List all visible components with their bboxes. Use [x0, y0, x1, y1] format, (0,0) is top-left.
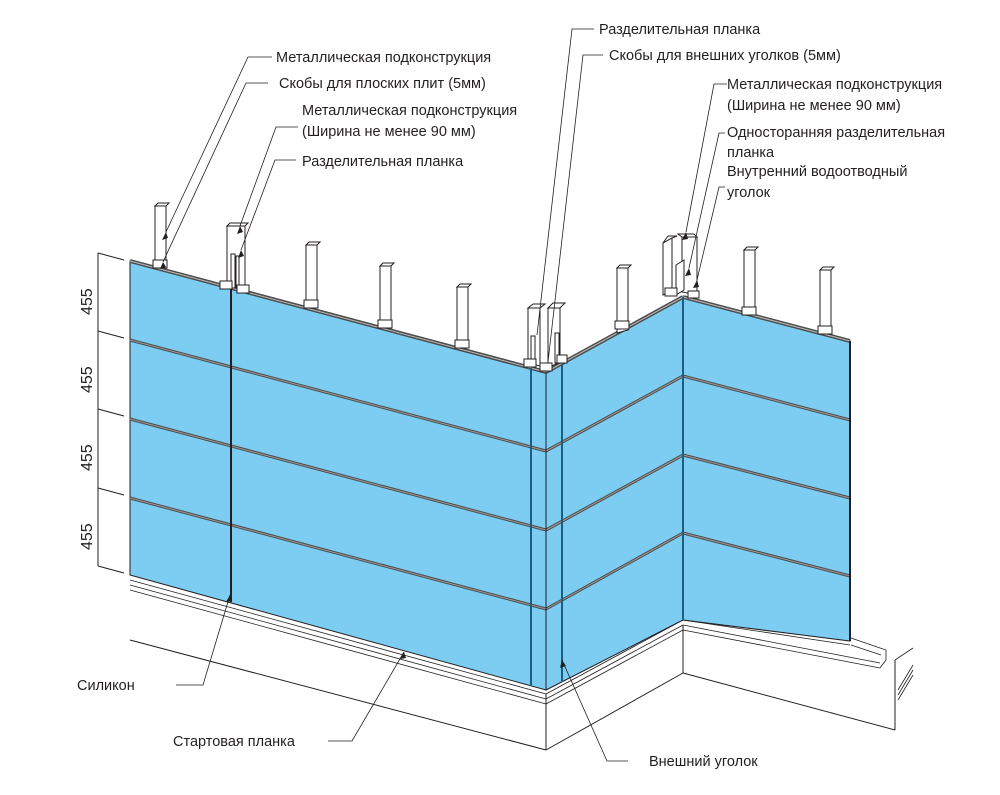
post	[454, 283, 473, 349]
label-inner-drain-corner-2: уголок	[727, 185, 771, 201]
label-metal-substructure: Металлическая подконструкция	[276, 50, 491, 66]
label-metal-substructure-right-1: Металлическая подконструкция	[727, 77, 942, 93]
label-separator-strip-left: Разделительная планка	[302, 154, 464, 170]
post	[614, 264, 633, 334]
label-outer-corner-clips: Скобы для внешних уголков (5мм)	[609, 48, 841, 64]
label-one-sided-separator-1: Односторанняя разделительная	[727, 125, 945, 141]
dimension-row-1: 455	[79, 288, 96, 315]
leader-lines	[162, 28, 727, 762]
inner-corner-posts	[662, 233, 700, 299]
wide-post-separator	[219, 222, 250, 294]
label-metal-substructure-wide-1: Металлическая подконструкция	[302, 103, 517, 119]
outer-corner-posts	[523, 302, 568, 372]
plinth-base	[129, 579, 914, 751]
vertical-joints	[230, 288, 851, 690]
post	[152, 202, 171, 269]
label-silicone: Силикон	[77, 678, 135, 694]
post	[377, 262, 396, 329]
panel-wall-right	[682, 296, 851, 642]
label-metal-substructure-wide-2: (Ширина не менее 90 мм)	[302, 124, 476, 140]
post	[303, 241, 322, 309]
dimension-line: 455 455 455 455	[79, 252, 125, 574]
label-inner-drain-corner-1: Внутренний водоотводный	[727, 164, 907, 180]
dimension-row-2: 455	[79, 366, 96, 393]
arrowheads	[160, 226, 699, 668]
horizontal-joints	[129, 338, 851, 611]
label-metal-substructure-right-2: (Ширина не менее 90 мм)	[727, 98, 901, 114]
dimension-row-4: 455	[79, 523, 96, 550]
post	[817, 266, 836, 335]
dimension-row-3: 455	[79, 444, 96, 471]
label-separator-strip-top: Разделительная планка	[599, 22, 761, 38]
label-flat-clips: Скобы для плоских плит (5мм)	[279, 76, 486, 92]
label-starter-strip: Стартовая планка	[173, 734, 296, 750]
post	[741, 246, 760, 316]
label-one-sided-separator-2: планка	[727, 145, 775, 161]
labels: Металлическая подконструкция Скобы для п…	[77, 22, 945, 770]
label-outer-corner: Внешний уголок	[649, 754, 758, 770]
